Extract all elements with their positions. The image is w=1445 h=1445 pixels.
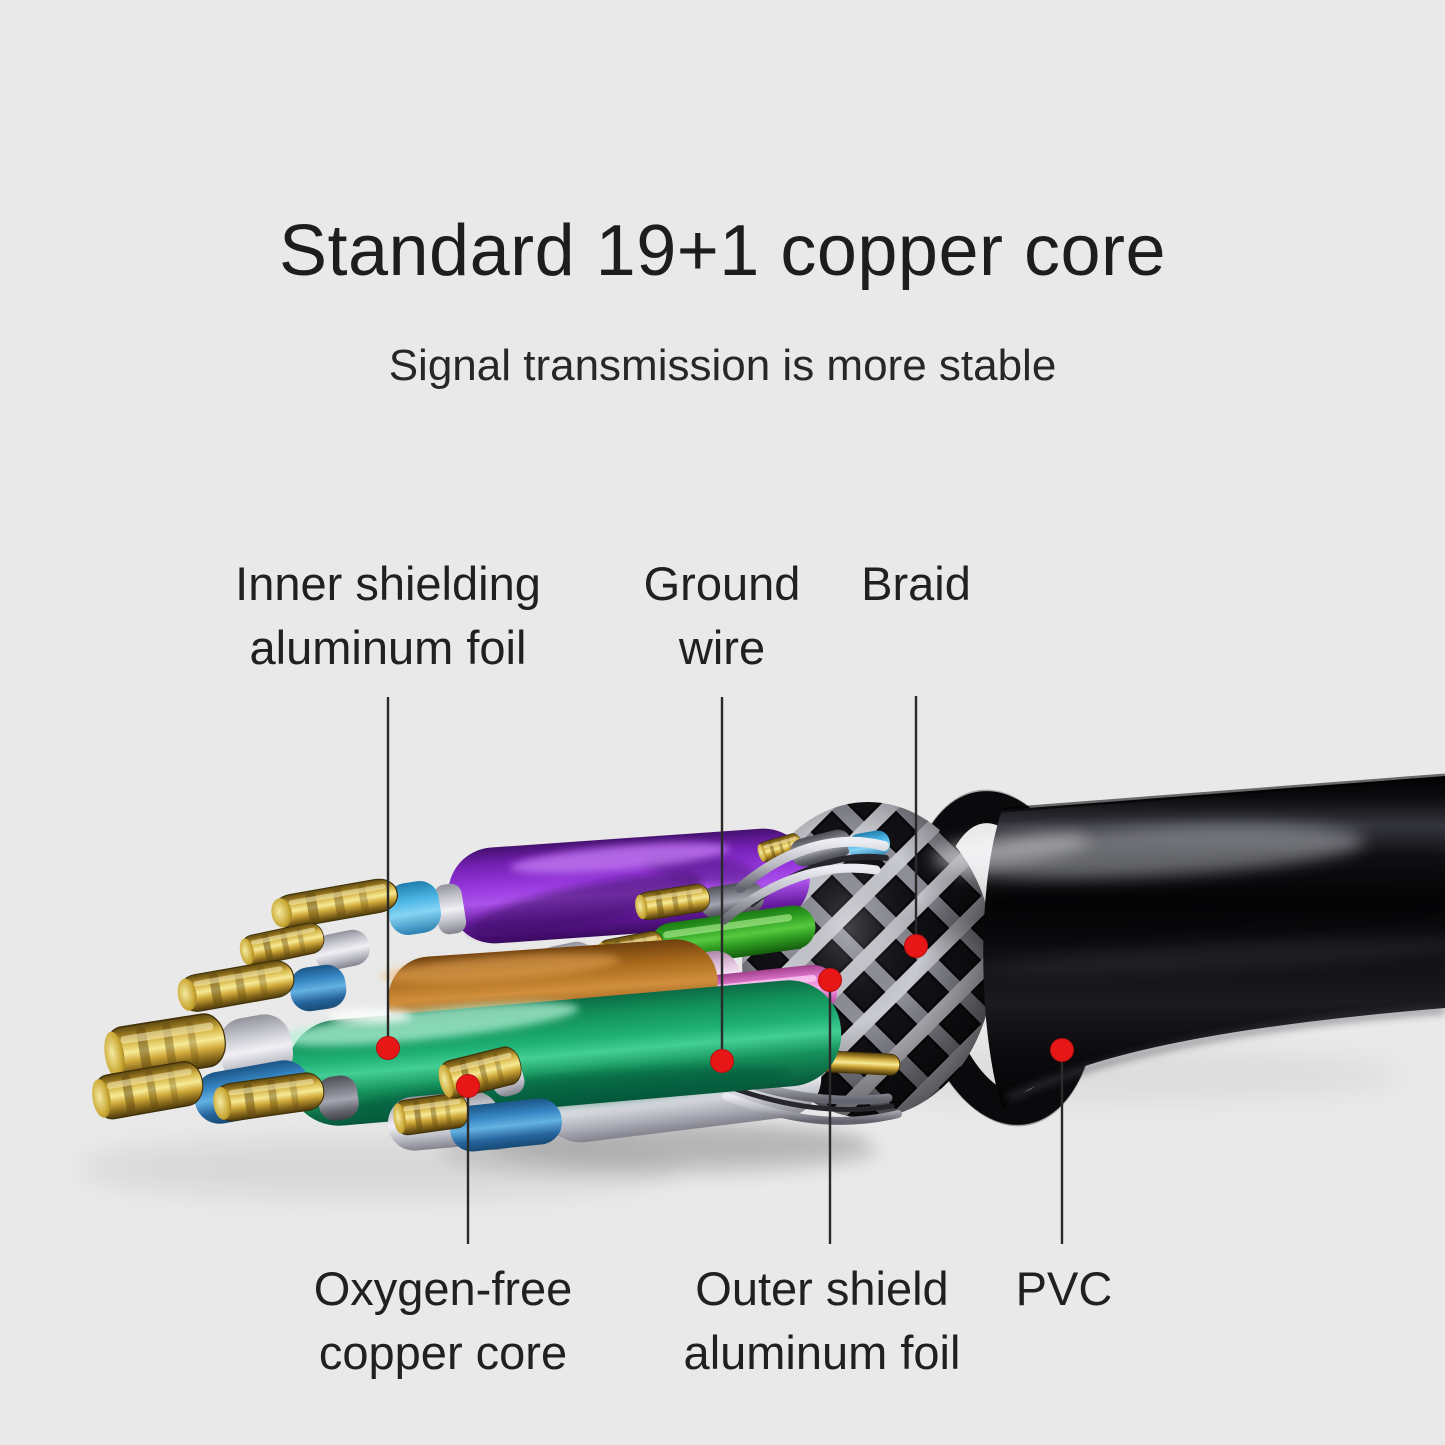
marker-outer-shield [818,968,842,992]
pvc-jacket [900,773,1445,1108]
callout-braid: Braid [861,552,971,616]
callout-inner-shielding: Inner shielding aluminum foil [235,552,541,680]
wire-teal [100,980,842,1126]
callout-ground-wire: Ground wire [644,552,801,680]
callout-line: wire [678,621,766,674]
callout-outer-shield: Outer shield aluminum foil [684,1257,961,1385]
callout-line: aluminum foil [683,1326,961,1379]
page-subtitle: Signal transmission is more stable [388,341,1057,390]
callout-line: Braid [861,557,971,610]
page-title: Standard 19+1 copper core [278,211,1167,291]
callout-line: aluminum foil [249,621,527,674]
marker-braid [904,934,928,958]
callout-line: Oxygen-free [313,1262,573,1315]
callout-line: Outer shield [695,1262,949,1315]
marker-inner-shielding [376,1036,400,1060]
marker-oxygen-free [456,1074,480,1098]
callout-leaders [386,696,1064,1244]
marker-ground-wire [710,1049,734,1073]
callout-markers [376,934,1074,1098]
callout-line: PVC [1015,1262,1113,1315]
callout-line: copper core [318,1326,568,1379]
callout-pvc: PVC [1016,1257,1113,1321]
callout-oxygen-free: Oxygen-free copper core [314,1257,573,1385]
marker-pvc [1050,1038,1074,1062]
callout-line: Inner shielding [235,557,541,610]
fanned-wires [88,875,842,1152]
callout-line: Ground [643,557,801,610]
